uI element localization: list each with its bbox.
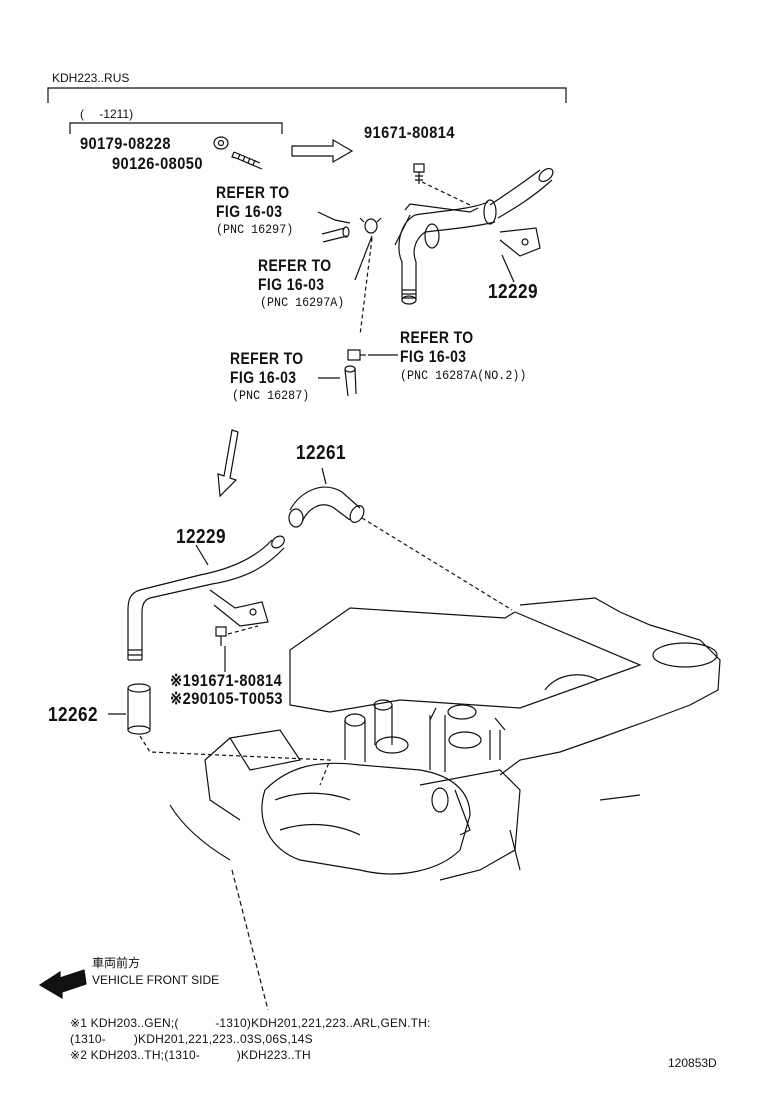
date-range-label: ( -1211) bbox=[80, 107, 134, 121]
date-bracket bbox=[69, 122, 283, 134]
front-arrow-icon bbox=[38, 969, 87, 1000]
part-number-12261[interactable]: 12261 bbox=[296, 442, 346, 464]
footnote-2: (1310- )KDH201,221,223..03S,06S,14S bbox=[70, 1032, 313, 1046]
part-number-91671[interactable]: 91671-80814 bbox=[364, 123, 455, 142]
ref1-line2[interactable]: FIG 16-03 bbox=[216, 202, 283, 221]
ref3-line2[interactable]: FIG 16-03 bbox=[400, 347, 467, 366]
nut-90179-icon bbox=[213, 136, 229, 150]
clamp-icon bbox=[359, 217, 382, 234]
ref4-pnc: (PNC 16287) bbox=[232, 388, 310, 403]
ref4-line1: REFER TO bbox=[230, 349, 304, 368]
hose-16287-icon bbox=[344, 365, 357, 397]
ref2-pnc: (PNC 16297A) bbox=[260, 295, 345, 310]
part-number-91671-lower[interactable]: ※191671-80814 bbox=[170, 671, 283, 690]
ref4-line2[interactable]: FIG 16-03 bbox=[230, 368, 297, 387]
illustration-id: 120853D bbox=[668, 1056, 717, 1070]
engine-block-icon bbox=[169, 597, 721, 881]
part-number-12229-lower[interactable]: 12229 bbox=[176, 526, 226, 548]
pipe-12229-upper-icon bbox=[394, 167, 554, 305]
footnote-1: ※1 KDH203..GEN;( -1310)KDH201,221,223..A… bbox=[70, 1016, 431, 1030]
part-number-90126[interactable]: 90126-08050 bbox=[112, 154, 203, 173]
clamp-16287a-icon bbox=[347, 349, 366, 361]
part-number-90179[interactable]: 90179-08228 bbox=[80, 134, 171, 153]
ref2-line1: REFER TO bbox=[258, 256, 332, 275]
model-label: KDH223..RUS bbox=[52, 71, 130, 85]
ref1-pnc: (PNC 16297) bbox=[216, 222, 294, 237]
front-label-en: VEHICLE FRONT SIDE bbox=[92, 973, 220, 987]
arrow-down-icon bbox=[217, 429, 239, 498]
bolt-91671-icon bbox=[413, 163, 425, 184]
hose-16297-icon bbox=[321, 226, 350, 243]
pipe-12229-lower-icon bbox=[127, 535, 285, 661]
arrow-right-icon bbox=[291, 138, 354, 164]
ref2-line2[interactable]: FIG 16-03 bbox=[258, 275, 325, 294]
part-number-90105[interactable]: ※290105-T0053 bbox=[170, 689, 283, 708]
bolt-lower-91671-icon bbox=[215, 626, 227, 646]
bolt-90126-icon bbox=[231, 151, 263, 170]
footnote-3: ※2 KDH203..TH;(1310- )KDH223..TH bbox=[70, 1048, 311, 1062]
hose-12262-icon bbox=[127, 683, 151, 735]
part-number-12262[interactable]: 12262 bbox=[48, 704, 98, 726]
front-label-jp: 車両前方 bbox=[92, 956, 141, 970]
hose-12261-icon bbox=[288, 486, 365, 528]
model-bracket bbox=[47, 87, 567, 103]
ref1-line1: REFER TO bbox=[216, 183, 290, 202]
ref3-line1: REFER TO bbox=[400, 328, 474, 347]
ref3-pnc: (PNC 16287A(NO.2)) bbox=[400, 368, 527, 383]
part-number-12229-upper[interactable]: 12229 bbox=[488, 281, 538, 303]
